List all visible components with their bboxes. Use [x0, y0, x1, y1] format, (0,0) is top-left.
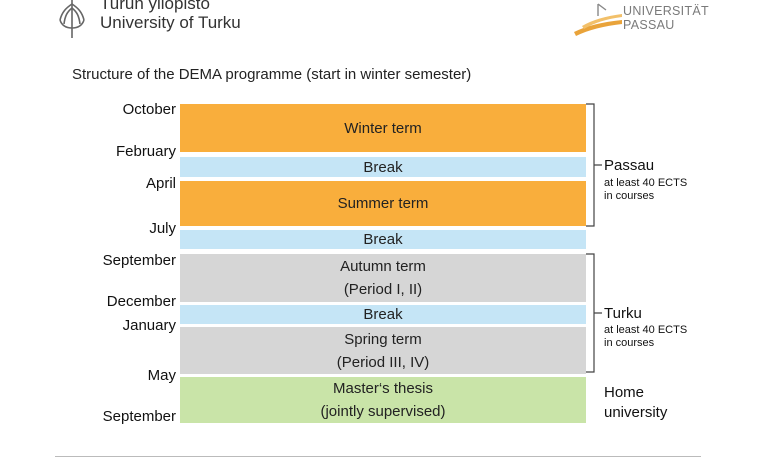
- university-of-turku-logo-icon: [59, 0, 85, 38]
- summer-term-label: Summer term: [337, 195, 429, 212]
- summer-term-block: Summer term: [180, 181, 586, 226]
- turku-name-english: University of Turku: [100, 13, 241, 32]
- passau-wordmark: UNIVERSITÄT PASSAU: [623, 4, 709, 32]
- spring-term-block: Spring term (Period III, IV): [180, 327, 586, 374]
- break-block-2: Break: [180, 230, 586, 249]
- passau-bracket: [586, 103, 602, 227]
- month-label-july: July: [149, 220, 176, 237]
- turku-ects-label: at least 40 ECTS in courses: [604, 324, 687, 350]
- winter-term-label: Winter term: [344, 119, 422, 137]
- month-label-september-end: September: [102, 408, 176, 425]
- month-label-december: December: [106, 293, 176, 310]
- universitat-passau-logo-icon: [574, 3, 622, 36]
- masters-thesis-block: Master‘s thesis (jointly supervised): [180, 377, 586, 423]
- winter-term-block: Winter term: [180, 104, 586, 152]
- turku-bracket: [586, 253, 602, 360]
- turku-ects-line1: at least 40 ECTS: [604, 324, 688, 336]
- passau-ects-line1: at least 40 ECTS: [604, 177, 688, 189]
- month-label-april: April: [145, 175, 176, 192]
- break-block-3: Break: [180, 305, 586, 324]
- passau-name-line1: UNIVERSITÄT: [623, 4, 709, 18]
- passau-label: Passau: [604, 157, 655, 174]
- footer-divider: [55, 456, 701, 457]
- month-label-january: January: [122, 317, 176, 334]
- passau-name-line2: PASSAU: [623, 18, 675, 32]
- break-block-1: Break: [180, 157, 586, 177]
- masters-thesis-note: (jointly supervised): [320, 403, 446, 420]
- passau-ects-label: at least 40 ECTS in courses: [604, 177, 687, 203]
- turku-bracket-end: [586, 360, 595, 373]
- turku-wordmark: Turun yliopisto University of Turku: [100, 0, 241, 32]
- break-label-2: Break: [363, 231, 403, 248]
- turku-label: Turku: [604, 305, 642, 322]
- month-label-october: October: [122, 101, 176, 118]
- break-label-1: Break: [363, 158, 403, 176]
- turku-name-finnish: Turun yliopisto: [100, 0, 210, 13]
- month-label-september: September: [102, 252, 176, 269]
- turku-ects-line2: in courses: [604, 337, 655, 349]
- passau-ects-line2: in courses: [604, 190, 655, 202]
- autumn-term-label: Autumn term: [340, 258, 426, 275]
- autumn-term-block: Autumn term (Period I, II): [180, 254, 586, 302]
- home-university-line1: Home: [604, 384, 645, 401]
- spring-term-label: Spring term: [344, 330, 422, 348]
- month-label-february: February: [115, 143, 176, 160]
- month-label-may: May: [147, 367, 176, 384]
- autumn-term-periods: (Period I, II): [343, 281, 423, 298]
- location-brackets: [586, 103, 602, 360]
- masters-thesis-label: Master‘s thesis: [332, 380, 434, 397]
- home-university-line2: university: [604, 404, 668, 421]
- page-title: Structure of the DEMA programme (start i…: [72, 66, 472, 83]
- home-university-label: Home university: [604, 383, 667, 423]
- spring-term-periods: (Period III, IV): [336, 353, 430, 371]
- break-label-3: Break: [363, 306, 403, 323]
